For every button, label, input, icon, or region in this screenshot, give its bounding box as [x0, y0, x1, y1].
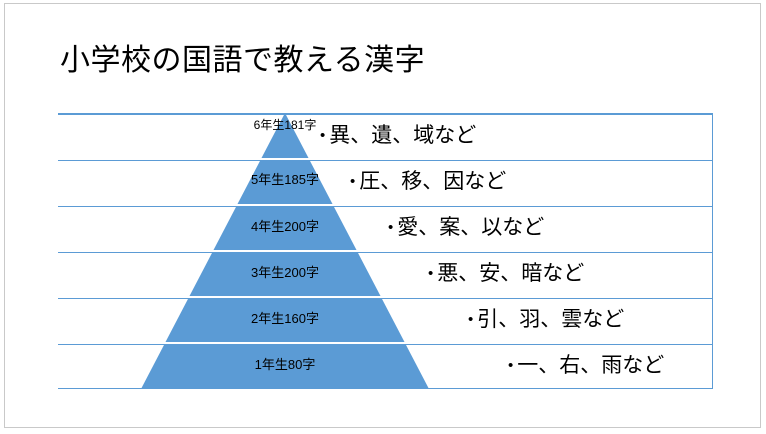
bullet-icon: • — [428, 265, 434, 282]
pyramid-level-examples-3[interactable]: •悪、安、暗など — [428, 251, 584, 297]
bullet-icon: • — [350, 173, 356, 190]
pyramid-level-caption-6[interactable]: 6年生181字 — [253, 118, 317, 132]
pyramid-level-examples-5[interactable]: •圧、移、因など — [350, 159, 506, 205]
pyramid-level-examples-1[interactable]: •一、右、雨など — [508, 343, 664, 389]
pyramid-level-examples-2[interactable]: •引、羽、雲など — [468, 297, 624, 343]
page-title: 小学校の国語で教える漢字 — [60, 44, 426, 77]
bullet-icon: • — [320, 127, 326, 144]
examples-label: 引、羽、雲など — [477, 308, 625, 331]
examples-label: 一、右、雨など — [517, 354, 665, 377]
examples-label: 圧、移、因など — [359, 170, 507, 193]
pyramid-level-examples-6[interactable]: •異、遺、域など — [320, 113, 476, 159]
examples-label: 愛、案、以など — [397, 216, 545, 239]
examples-label: 異、遺、域など — [329, 124, 477, 147]
pyramid-level-caption-4[interactable]: 4年生200字 — [251, 219, 319, 234]
pyramid-level-caption-5[interactable]: 5年生185字 — [251, 172, 319, 187]
pyramid-level-examples-4[interactable]: •愛、案、以など — [388, 205, 544, 251]
bullet-icon: • — [388, 219, 394, 236]
pyramid-level-caption-3[interactable]: 3年生200字 — [251, 265, 319, 280]
pyramid-smartart[interactable]: 6年生181字 5年生185字 4年生200字 3年生200字 2年生160字 … — [58, 113, 713, 389]
examples-label: 悪、安、暗など — [437, 262, 585, 285]
bullet-icon: • — [508, 357, 514, 374]
pyramid-shape — [141, 113, 429, 389]
pyramid-level-caption-1[interactable]: 1年生80字 — [254, 357, 316, 372]
pyramid-level-caption-2[interactable]: 2年生160字 — [251, 311, 319, 326]
bullet-icon: • — [468, 311, 474, 328]
